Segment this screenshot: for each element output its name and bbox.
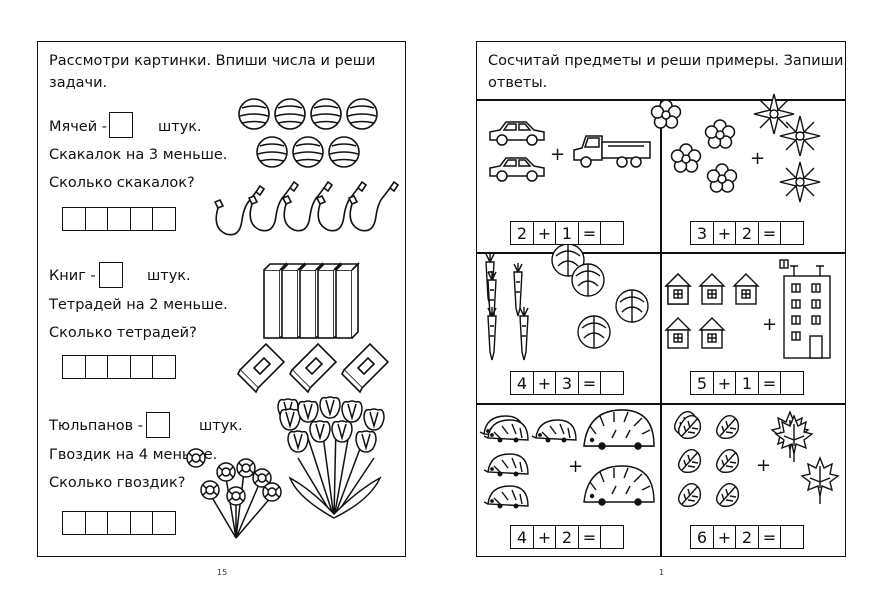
eq3-b: 3 bbox=[555, 371, 579, 395]
eq2-answer-box[interactable] bbox=[780, 221, 804, 245]
eq3-op: + bbox=[532, 371, 557, 395]
eq1-answer-box[interactable] bbox=[600, 221, 624, 245]
tall-building-illustration bbox=[779, 259, 831, 359]
cars-illustration bbox=[489, 121, 545, 182]
small-houses-illustration bbox=[664, 273, 759, 349]
eq3-equals: = bbox=[577, 371, 602, 395]
right-page-number: 1 bbox=[659, 568, 665, 577]
left-instruction: Рассмотри картинки. Впиши числа и реши bbox=[49, 53, 376, 69]
task2-answer-cells[interactable] bbox=[62, 355, 176, 379]
eq3-a: 4 bbox=[510, 371, 534, 395]
books-illustration bbox=[263, 262, 359, 339]
left-page-number: 15 bbox=[217, 568, 228, 577]
large-hedgehogs-illustration bbox=[583, 409, 655, 506]
eq2-equals: = bbox=[757, 221, 782, 245]
eq6-op: + bbox=[712, 525, 737, 549]
eq2-b: 2 bbox=[735, 221, 759, 245]
cell6-plus: + bbox=[756, 455, 772, 476]
task3-tulips-answer-box[interactable] bbox=[146, 412, 170, 438]
task2-books-label: Книг - bbox=[49, 268, 96, 284]
eq3-answer-box[interactable] bbox=[600, 371, 624, 395]
eq5-op: + bbox=[532, 525, 557, 549]
task2-pieces-label: штук. bbox=[147, 268, 191, 284]
eq6-a: 6 bbox=[690, 525, 714, 549]
task1-pieces-label: штук. bbox=[158, 119, 202, 135]
notebooks-illustration bbox=[237, 342, 389, 394]
task3-tulips-label: Тюльпанов - bbox=[49, 418, 143, 434]
eq5-equals: = bbox=[577, 525, 602, 549]
truck-illustration bbox=[573, 135, 651, 168]
task2-books-answer-box[interactable] bbox=[99, 262, 123, 288]
eq4-equals: = bbox=[757, 371, 782, 395]
task2-condition: Тетрадей на 2 меньше. bbox=[49, 297, 228, 313]
eq6-answer-box[interactable] bbox=[780, 525, 804, 549]
task3-question: Сколько гвоздик? bbox=[49, 475, 186, 491]
carnations-illustration bbox=[186, 448, 282, 539]
jump-ropes-illustration bbox=[213, 181, 399, 236]
carrots-illustration bbox=[485, 253, 529, 361]
eq6-equals: = bbox=[757, 525, 782, 549]
tulips-illustration bbox=[277, 396, 385, 519]
eq2-a: 3 bbox=[690, 221, 714, 245]
eq1-op: + bbox=[532, 221, 557, 245]
equation-3[interactable]: 4 + 3 = bbox=[510, 371, 624, 395]
left-page-frame bbox=[37, 41, 406, 557]
right-instruction: Сосчитай предметы и реши примеры. Запиши bbox=[488, 53, 844, 69]
eq1-b: 1 bbox=[555, 221, 579, 245]
task3-answer-cells[interactable] bbox=[62, 511, 176, 535]
right-instruction-line2: ответы. bbox=[488, 75, 548, 91]
eq4-answer-box[interactable] bbox=[780, 371, 804, 395]
task3-pieces-label: штук. bbox=[199, 418, 243, 434]
flowers-illustration bbox=[650, 99, 738, 193]
task1-question: Сколько скакалок? bbox=[49, 175, 195, 191]
birch-leaves-illustration bbox=[673, 411, 740, 508]
eq1-equals: = bbox=[577, 221, 602, 245]
left-instruction-line2: задачи. bbox=[49, 75, 108, 91]
cell4-plus: + bbox=[762, 314, 778, 335]
balls-illustration bbox=[238, 98, 378, 168]
cell5-plus: + bbox=[568, 456, 584, 477]
eq5-a: 4 bbox=[510, 525, 534, 549]
cabbages-illustration bbox=[551, 243, 649, 349]
eq5-answer-box[interactable] bbox=[600, 525, 624, 549]
eq4-b: 1 bbox=[735, 371, 759, 395]
maple-leaves-illustration bbox=[770, 410, 839, 505]
eq4-op: + bbox=[712, 371, 737, 395]
equation-1[interactable]: 2 + 1 = bbox=[510, 221, 624, 245]
equation-2[interactable]: 3 + 2 = bbox=[690, 221, 804, 245]
eq5-b: 2 bbox=[555, 525, 579, 549]
eq1-a: 2 bbox=[510, 221, 534, 245]
equation-6[interactable]: 6 + 2 = bbox=[690, 525, 804, 549]
eq4-a: 5 bbox=[690, 371, 714, 395]
task2-question: Сколько тетрадей? bbox=[49, 325, 197, 341]
equation-4[interactable]: 5 + 1 = bbox=[690, 371, 804, 395]
task3-condition: Гвоздик на 4 меньше. bbox=[49, 447, 218, 463]
cell1-plus: + bbox=[550, 144, 566, 165]
snowflake-flowers-illustration bbox=[753, 93, 821, 203]
task1-balls-label: Мячей - bbox=[49, 119, 107, 135]
small-hedgehogs-illustration bbox=[479, 415, 577, 509]
grid-vline bbox=[660, 99, 662, 557]
task1-answer-cells[interactable] bbox=[62, 207, 176, 231]
eq6-b: 2 bbox=[735, 525, 759, 549]
task1-balls-answer-box[interactable] bbox=[109, 112, 133, 138]
equation-5[interactable]: 4 + 2 = bbox=[510, 525, 624, 549]
task1-condition: Скакалок на 3 меньше. bbox=[49, 147, 228, 163]
cell2-plus: + bbox=[750, 148, 766, 169]
eq2-op: + bbox=[712, 221, 737, 245]
